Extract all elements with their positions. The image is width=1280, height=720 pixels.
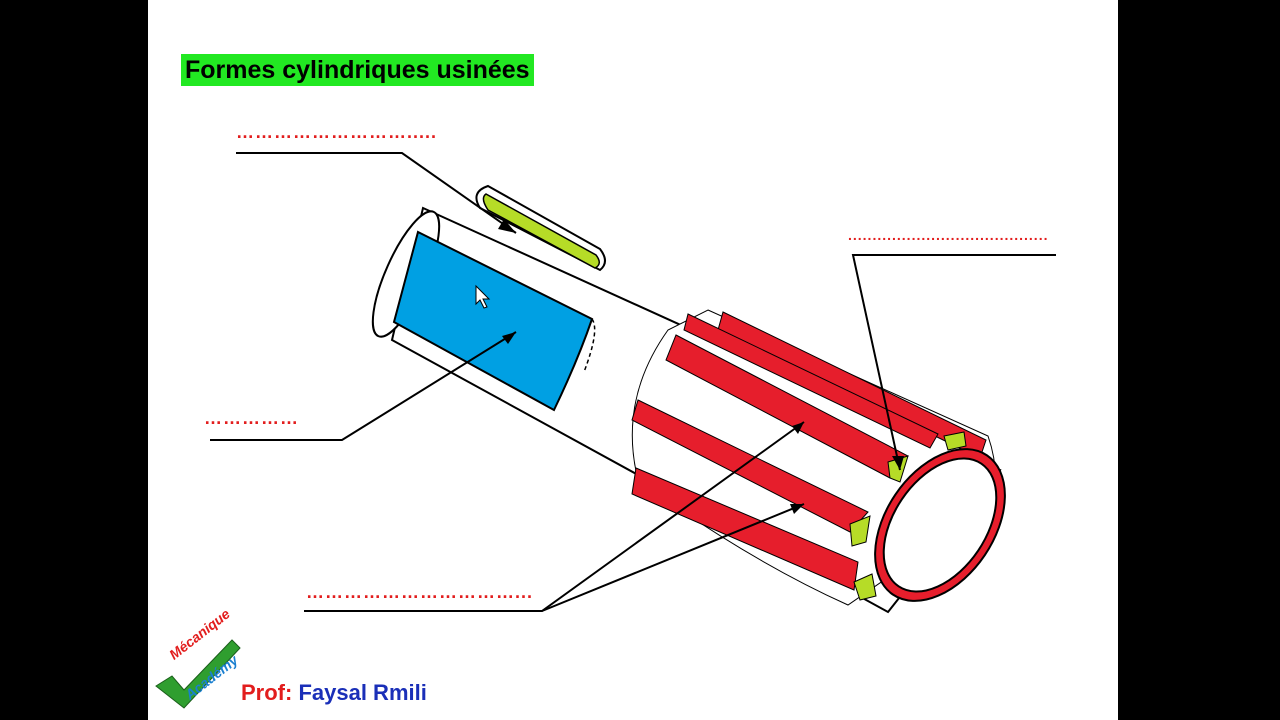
answer-blank-keyway: ………………………..... (236, 122, 438, 142)
leader-flat (210, 331, 517, 441)
footer-author: Prof: Faysal Rmili (241, 680, 427, 706)
leader-lines (210, 152, 1056, 612)
prof-label: Prof: (241, 680, 293, 705)
slide: Formes cylindriques usinées (148, 0, 1118, 720)
mouse-pointer-icon (475, 284, 491, 309)
checkmark-logo-icon (155, 639, 241, 709)
prof-name: Faysal Rmili (298, 680, 427, 705)
leader-spline-tip (851, 254, 1056, 471)
shaft-right-end (874, 448, 1006, 602)
machined-flat (392, 230, 596, 412)
leader-keyway (236, 152, 517, 234)
arrow-heads (498, 219, 904, 514)
answer-blank-spline-tip: ........................................… (848, 227, 1049, 243)
keyway-slot (475, 184, 606, 272)
spline-3 (631, 399, 869, 533)
shaft-diagram (155, 152, 1056, 709)
answer-blank-splines: ……………………………... (306, 582, 534, 602)
slide-title: Formes cylindriques usinées (181, 54, 534, 86)
leader-splines-2 (541, 503, 805, 612)
answer-blank-flat: …………… (204, 408, 299, 428)
spline-5 (683, 313, 939, 449)
